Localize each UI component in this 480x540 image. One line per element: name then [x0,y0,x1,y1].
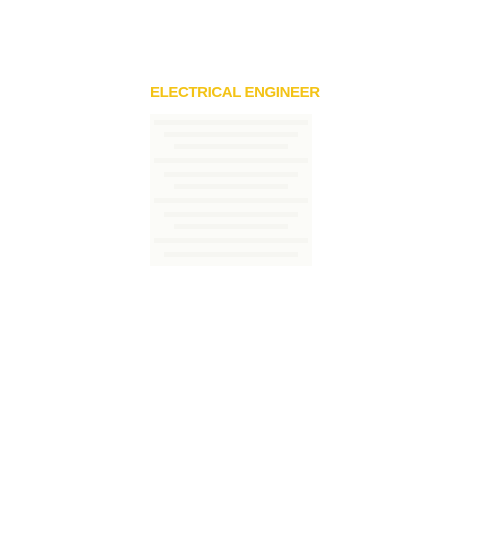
design-title: ELECTRICAL ENGINEER [150,84,320,101]
artwork-text-line [174,184,288,189]
tshirt-design: ELECTRICAL ENGINEER [150,82,320,272]
artwork-text-line [174,144,288,149]
artwork-text-line [174,224,288,229]
artwork-text-line [154,198,308,203]
artwork-text-line [154,120,308,125]
artwork-text-line [164,212,298,217]
artwork-text-line [154,158,308,163]
distressed-text-block-icon [150,114,312,266]
artwork-text-line [164,132,298,137]
artwork-text-line [164,252,298,257]
artwork-text-line [164,172,298,177]
artwork-text-line [154,238,308,243]
